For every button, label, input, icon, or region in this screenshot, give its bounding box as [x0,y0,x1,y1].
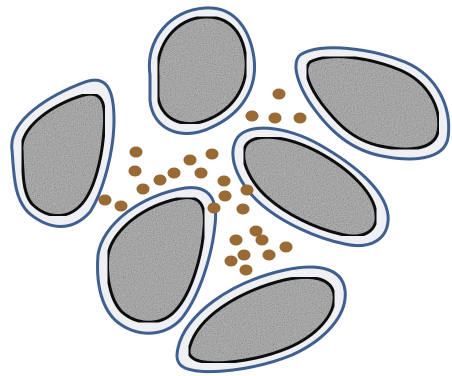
grain-bottom-core [189,277,334,362]
particle-dot [195,168,208,179]
particle-dot [129,166,142,177]
particle-dot [168,168,181,179]
particle-dot [280,242,293,253]
particle-dot [218,176,231,187]
particle-dot [246,111,259,122]
particle-dot [238,250,251,261]
grain-middle-right-core [244,137,376,236]
particle-dot [237,204,250,215]
particle-dot [230,235,243,246]
particle-dot [99,195,112,206]
particle-dot [154,175,167,186]
particle-dot [240,265,253,276]
particle-dot [219,191,232,202]
particle-dot [206,149,219,160]
grain-bottom-left [98,188,216,334]
particle-dot [115,201,128,212]
particle-dot [208,203,221,214]
particle-dot [263,250,276,261]
particle-dot [294,113,307,124]
particle-dot [241,185,254,196]
particle-dot [130,147,143,158]
grain-top-right [296,48,449,159]
particle-dot [225,256,238,267]
particle-dot [137,184,150,195]
particle-dot [184,155,197,166]
particle-dot [269,113,282,124]
particle-dot [273,89,286,100]
particle-dot [256,235,269,246]
grain-top [149,8,254,134]
grain-left [12,80,114,226]
